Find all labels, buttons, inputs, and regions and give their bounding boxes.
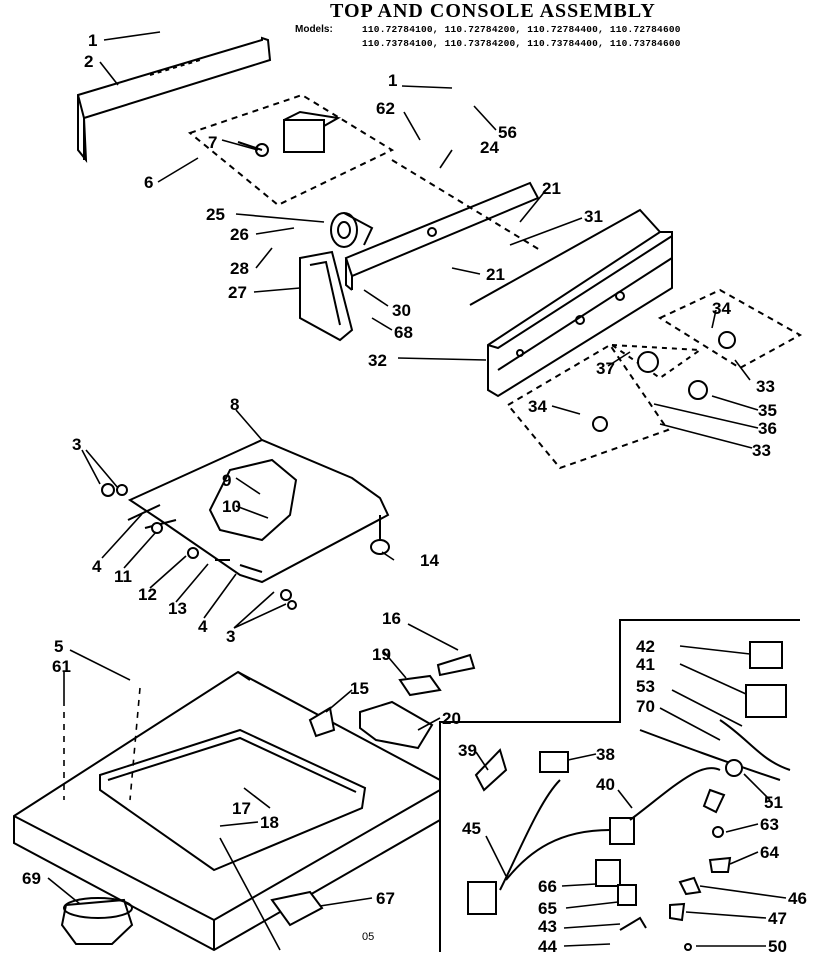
part-number-25: 25: [206, 205, 225, 224]
part-number-20: 20: [442, 709, 461, 728]
part-number-21-lower: 21: [486, 265, 505, 284]
part-number-21-upper: 21: [542, 179, 561, 198]
wiring-harness-panel: [439, 619, 800, 952]
control-panel-assembly: [469, 208, 673, 398]
part-number-4-right: 4: [198, 617, 208, 636]
lid-hinge-parts: [101, 483, 297, 610]
part-number-47: 47: [768, 909, 787, 928]
knob-group-lower: [506, 343, 708, 470]
lid-switch-parts: [308, 653, 476, 750]
part-number-30: 30: [392, 301, 411, 320]
part-number-4-left: 4: [92, 557, 102, 576]
part-number-11: 11: [114, 567, 132, 586]
models-label: Models:: [295, 24, 333, 35]
part-number-34-upper: 34: [712, 299, 731, 318]
part-number-69: 69: [22, 869, 41, 888]
models-line-1: 110.72784100, 110.72784200, 110.72784400…: [362, 24, 681, 35]
part-number-13: 13: [168, 599, 187, 618]
washer-top-panel: [13, 670, 441, 952]
part-number-53: 53: [636, 677, 655, 696]
part-number-27: 27: [228, 283, 247, 302]
part-number-63: 63: [760, 815, 779, 834]
console-rear-panel: [77, 36, 272, 164]
part-number-65: 65: [538, 899, 557, 918]
part-number-31: 31: [584, 207, 603, 226]
leveling-foot: [270, 890, 324, 927]
part-number-35: 35: [758, 401, 777, 420]
part-number-6: 6: [144, 173, 153, 192]
part-number-34-lower: 34: [528, 397, 547, 416]
part-number-64: 64: [760, 843, 779, 862]
harness-components: [467, 641, 791, 951]
part-number-36: 36: [758, 419, 777, 438]
page-code: 05: [362, 931, 375, 943]
part-number-38: 38: [596, 745, 615, 764]
part-number-40: 40: [596, 775, 615, 794]
console-side-bracket: [299, 250, 354, 342]
leader-lines: [47, 31, 787, 951]
part-number-12: 12: [138, 585, 157, 604]
part-number-2: 2: [84, 52, 93, 71]
part-number-44: 44: [538, 937, 557, 956]
part-number-28: 28: [230, 259, 249, 278]
part-number-33-lower: 33: [752, 441, 771, 460]
part-number-9: 9: [222, 471, 231, 490]
part-number-15: 15: [350, 679, 369, 698]
bleach-dispenser-cup: [60, 897, 134, 945]
part-number-39: 39: [458, 741, 477, 760]
part-number-24: 24: [480, 138, 499, 157]
part-number-45: 45: [462, 819, 481, 838]
console-bracket-rail: [344, 159, 541, 291]
part-number-7: 7: [208, 133, 217, 152]
part-number-41: 41: [636, 655, 655, 674]
part-number-32: 32: [368, 351, 387, 370]
washer-lid: [127, 438, 390, 584]
part-number-46: 46: [788, 889, 807, 908]
part-number-16: 16: [382, 609, 401, 628]
part-number-56: 56: [498, 123, 517, 142]
part-number-51: 51: [764, 793, 783, 812]
part-number-42: 42: [636, 637, 655, 656]
diagram-title: TOP AND CONSOLE ASSEMBLY: [330, 0, 656, 22]
part-number-3-upper: 3: [72, 435, 81, 454]
part-number-10: 10: [222, 497, 241, 516]
part-number-19: 19: [372, 645, 391, 664]
models-line-2: 110.73784100, 110.73784200, 110.73784400…: [362, 38, 681, 49]
part-number-61: 61: [52, 657, 71, 676]
part-number-26: 26: [230, 225, 249, 244]
part-number-1-left: 1: [88, 31, 97, 50]
part-number-callouts: 1 2 6 7 62 24 56 25 26 28 27 21 31 21 30…: [22, 31, 807, 956]
part-number-5: 5: [54, 637, 63, 656]
part-number-3-lower: 3: [226, 627, 235, 646]
part-number-8: 8: [230, 395, 239, 414]
part-number-43: 43: [538, 917, 557, 936]
part-number-17: 17: [232, 799, 251, 818]
part-number-37: 37: [596, 359, 615, 378]
part-number-33-upper: 33: [756, 377, 775, 396]
part-number-14: 14: [420, 551, 439, 570]
part-number-68: 68: [394, 323, 413, 342]
part-number-1-right: 1: [388, 71, 397, 90]
knob-group-right: [657, 288, 803, 370]
part-number-50: 50: [768, 937, 787, 956]
part-number-18: 18: [260, 813, 279, 832]
timer-assembly-group: [187, 93, 395, 207]
part-number-70: 70: [636, 697, 655, 716]
part-number-62: 62: [376, 99, 395, 118]
part-number-66: 66: [538, 877, 557, 896]
pressure-switch: [330, 212, 374, 248]
part-number-67: 67: [376, 889, 395, 908]
